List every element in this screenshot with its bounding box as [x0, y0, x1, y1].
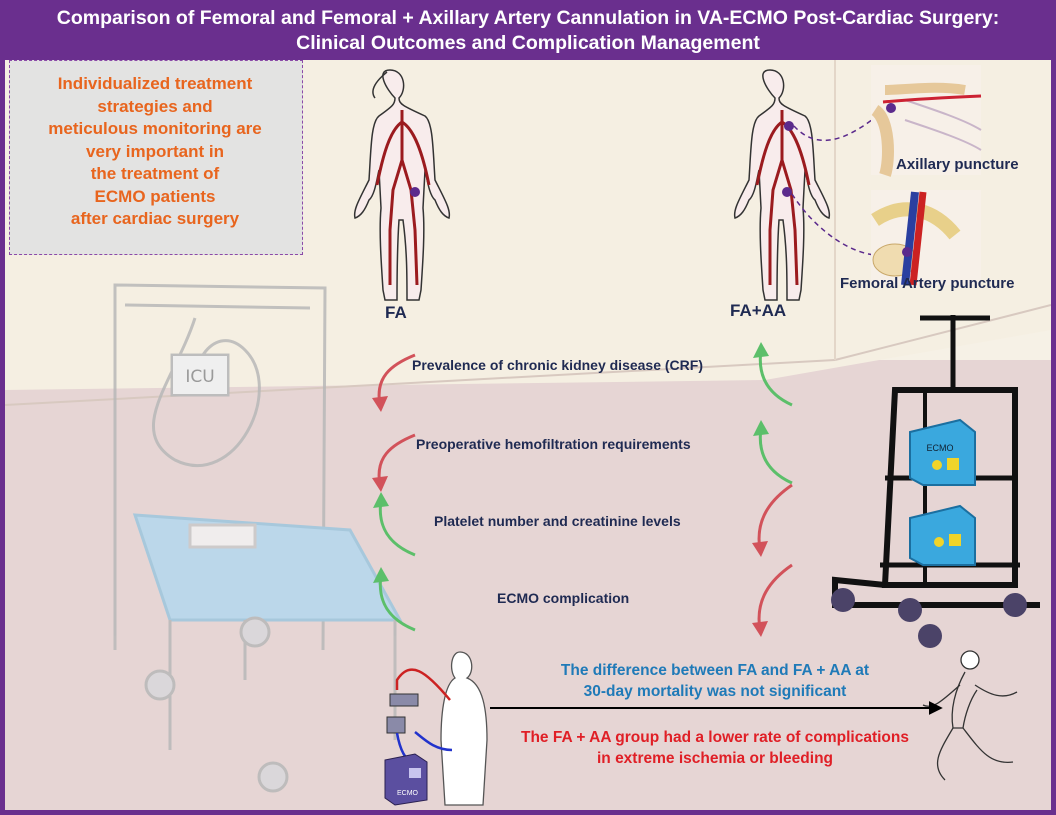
complication-outcome-text: The FA + AA group had a lower rate of co…	[490, 727, 940, 769]
figure-title: Comparison of Femoral and Femoral + Axil…	[0, 0, 1056, 60]
icu-sign	[171, 354, 229, 396]
mortality-line-1: The difference between FA and FA + AA at	[560, 662, 870, 679]
complication-line-2: in extreme ischemia or bleeding	[596, 750, 834, 767]
comparison-label-hemofiltration: Preoperative hemofiltration requirements	[416, 436, 691, 452]
room-floor	[5, 360, 1051, 810]
comparison-label-platelet: Platelet number and creatinine levels	[434, 513, 681, 529]
clinical-note-text: Individualized treatment strategies and …	[10, 73, 300, 231]
complication-line-1: The FA + AA group had a lower rate of co…	[521, 729, 909, 746]
faaa-trend-arrows	[752, 342, 793, 637]
wall-corner-line-2	[834, 304, 1051, 361]
title-line-1: Comparison of Femoral and Femoral + Axil…	[56, 7, 1000, 29]
mortality-outcome-text: The difference between FA and FA + AA at…	[510, 660, 920, 702]
fa-group-label: FA	[385, 303, 407, 322]
note-line: after cardiac surgery	[70, 209, 240, 228]
ecmo-cart-label: ECMO	[927, 443, 954, 453]
femoral-puncture-label: Femoral Artery puncture	[840, 275, 1015, 292]
femoral-anatomy-inset	[871, 190, 981, 286]
fa-body-figure	[353, 69, 451, 301]
faaa-group-label: FA+AA	[730, 301, 787, 320]
note-line: very important in	[86, 141, 224, 161]
comparison-label-ecmo-complication: ECMO complication	[497, 590, 630, 606]
clinical-note-box: Individualized treatment strategies and …	[9, 60, 303, 255]
note-line: meticulous monitoring are	[48, 119, 262, 138]
fa-trend-arrows	[372, 353, 416, 632]
icu-sign-label: ICU	[185, 367, 214, 387]
note-line: Individualized treatment	[57, 74, 253, 93]
axillary-anatomy-inset	[870, 65, 982, 177]
axillary-puncture-label: Axillary puncture	[896, 156, 1019, 173]
note-line: ECMO patients	[94, 186, 216, 206]
note-line: strategies and	[97, 96, 213, 116]
ecmo-cart	[831, 315, 1040, 648]
note-line: the treatment of	[90, 164, 220, 183]
title-line-2: Clinical Outcomes and Complication Manag…	[296, 32, 760, 54]
mortality-line-2: 30-day mortality was not significant	[583, 683, 847, 700]
comparison-label-crf: Prevalence of chronic kidney disease (CR…	[412, 357, 703, 373]
wall-corner-line	[5, 359, 836, 406]
patient-with-ecmo	[384, 651, 488, 806]
ecmo-machine-label: ECMO	[397, 790, 419, 797]
recovered-runner	[922, 650, 1018, 781]
illustration-panel: ICU ECMO	[5, 60, 1051, 810]
